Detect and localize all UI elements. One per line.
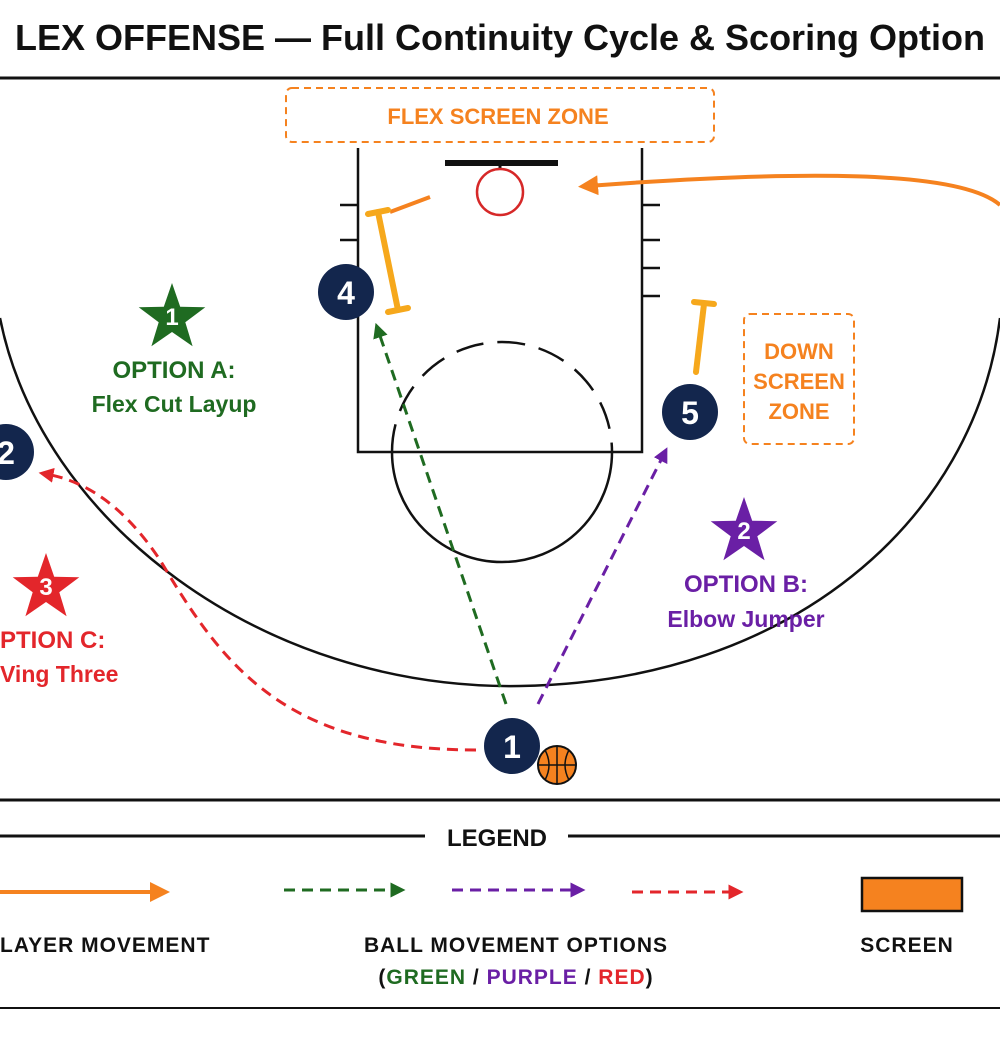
option-c-star-icon: 3 xyxy=(12,553,80,617)
player-2[interactable]: 2 xyxy=(0,424,34,480)
three-point-arc xyxy=(0,317,1000,688)
player-1-number: 1 xyxy=(503,729,521,765)
player-1[interactable]: 1 xyxy=(484,718,540,774)
legend-player-movement-label: LAYER MOVEMENT xyxy=(0,934,210,957)
option-a-star-number: 1 xyxy=(165,304,178,331)
ball-path-purple xyxy=(536,447,668,705)
ball-path-red xyxy=(38,467,477,752)
flex-screen-tail xyxy=(389,195,431,214)
rim xyxy=(475,167,525,217)
legend-title: LEGEND xyxy=(447,825,547,852)
flex-screen-zone xyxy=(285,87,715,143)
legend-red-word: RED xyxy=(598,966,645,989)
legend-screen-label: SCREEN xyxy=(860,934,954,957)
option-b-subtitle: Elbow Jumper xyxy=(667,606,824,632)
option-c-title: PTION C: xyxy=(0,627,105,654)
flex-screen-zone-label: FLEX SCREEN ZONE xyxy=(387,104,608,129)
option-b-star-icon: 2 xyxy=(710,497,778,561)
option-a-star-icon: 1 xyxy=(138,283,206,347)
screen-near-5 xyxy=(691,299,717,375)
option-b-star-number: 2 xyxy=(737,518,750,545)
option-a-subtitle: Flex Cut Layup xyxy=(92,391,257,417)
ball-path-green xyxy=(373,322,508,705)
option-c-star-number: 3 xyxy=(39,574,52,601)
down-screen-zone-line-2: SCREEN xyxy=(753,369,845,394)
legend-ball-colors: (GREEN / PURPLE / RED) xyxy=(378,966,653,989)
option-b-title: OPTION B: xyxy=(684,571,808,598)
player-5[interactable]: 5 xyxy=(662,384,718,440)
option-a-title: OPTION A: xyxy=(112,357,235,384)
screen-near-4 xyxy=(365,207,411,315)
free-throw-circle-bottom xyxy=(390,451,614,564)
player-4[interactable]: 4 xyxy=(318,264,374,320)
option-c-subtitle: Ving Three xyxy=(0,661,118,687)
basketball-icon xyxy=(537,745,577,785)
down-screen-zone xyxy=(743,313,855,445)
legend-green-word: GREEN xyxy=(386,966,466,989)
legend-ball-movement-label: BALL MOVEMENT OPTIONS xyxy=(364,934,668,957)
free-throw-circle-top xyxy=(390,340,614,453)
player-movement-path xyxy=(578,173,1000,207)
player-5-number: 5 xyxy=(681,395,699,431)
player-2-number: 2 xyxy=(0,435,15,471)
player-4-number: 4 xyxy=(337,275,355,311)
down-screen-zone-line-3: ZONE xyxy=(768,399,829,424)
legend-screen-swatch xyxy=(860,876,964,913)
down-screen-zone-line-1: DOWN xyxy=(764,339,834,364)
legend-purple-word: PURPLE xyxy=(487,966,578,989)
diagram-title: LEX OFFENSE — Full Continuity Cycle & Sc… xyxy=(15,17,985,58)
